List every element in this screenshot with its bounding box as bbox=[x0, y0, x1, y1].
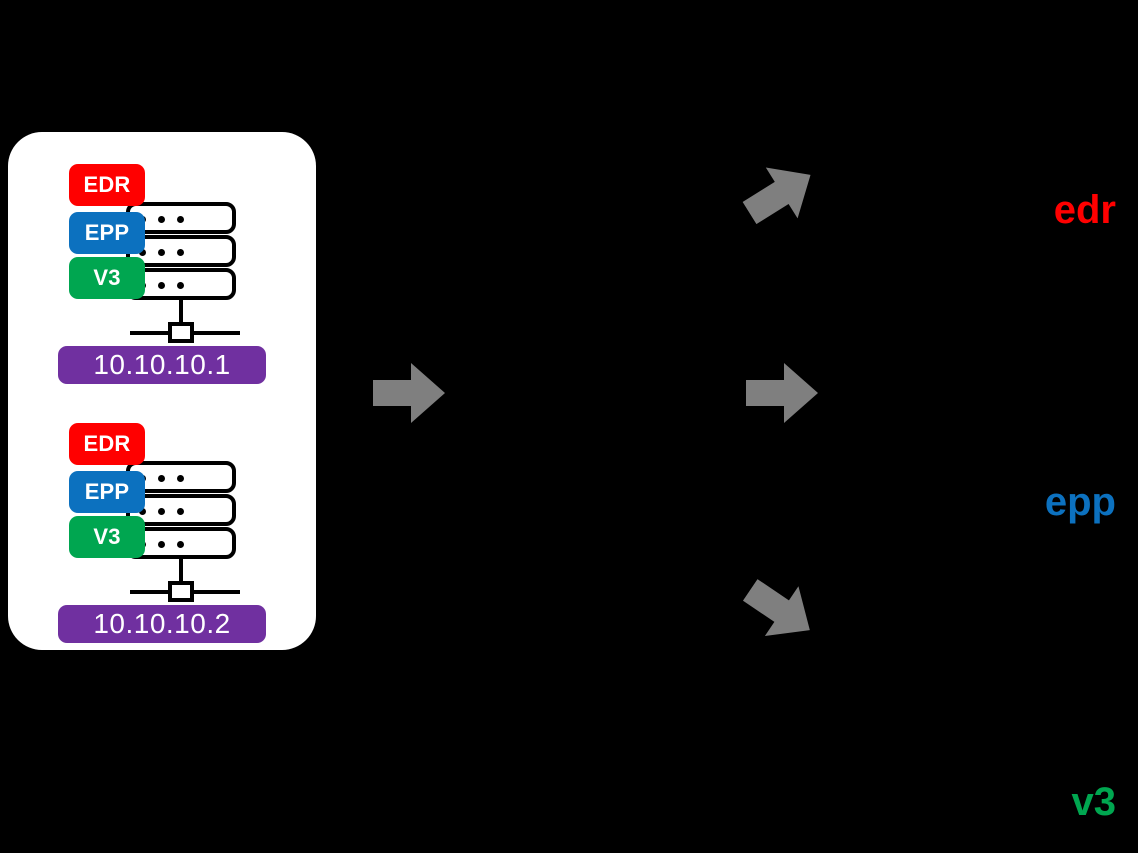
agent-badge-v3[interactable]: V3 bbox=[69, 257, 145, 299]
agent-badge-v3[interactable]: V3 bbox=[69, 516, 145, 558]
network-stem bbox=[179, 300, 183, 322]
rack-indicator-dot bbox=[139, 508, 146, 515]
rack-indicator-dot bbox=[177, 282, 184, 289]
arrow-down-right-icon bbox=[733, 565, 826, 655]
agent-badge-epp[interactable]: EPP bbox=[69, 212, 145, 254]
rack-indicator-dot bbox=[158, 475, 165, 482]
product-label-v3: v3 bbox=[1071, 780, 1117, 824]
ip-address-badge: 10.10.10.2 bbox=[58, 605, 266, 643]
agent-badge-edr[interactable]: EDR bbox=[69, 423, 145, 465]
product-label-epp: epp bbox=[1044, 480, 1116, 524]
rack-indicator-dot bbox=[158, 508, 165, 515]
rack-indicator-dot bbox=[158, 249, 165, 256]
arrow-right-icon bbox=[373, 363, 445, 423]
product-label-edr: edr bbox=[1053, 188, 1116, 232]
agent-badge-edr[interactable]: EDR bbox=[69, 164, 145, 206]
rack-indicator-dot bbox=[177, 541, 184, 548]
network-node-icon bbox=[168, 322, 194, 343]
network-node-icon bbox=[168, 581, 194, 602]
rack-indicator-dot bbox=[139, 249, 146, 256]
ip-address-badge: 10.10.10.1 bbox=[58, 346, 266, 384]
arrow-up-right-icon bbox=[734, 149, 827, 238]
endpoint-group-2: EDR EPP V3 10.10.10.2 bbox=[8, 401, 316, 651]
rack-indicator-dot bbox=[158, 541, 165, 548]
agent-badge-epp[interactable]: EPP bbox=[69, 471, 145, 513]
rack-indicator-dot bbox=[177, 216, 184, 223]
rack-indicator-dot bbox=[177, 249, 184, 256]
rack-indicator-dot bbox=[177, 508, 184, 515]
arrow-right-icon bbox=[746, 363, 818, 423]
network-stem bbox=[179, 559, 183, 581]
rack-indicator-dot bbox=[177, 475, 184, 482]
host-panel: EDR EPP V3 10.10.10.1 bbox=[8, 132, 316, 650]
rack-indicator-dot bbox=[158, 282, 165, 289]
endpoint-group-1: EDR EPP V3 10.10.10.1 bbox=[8, 142, 316, 392]
rack-indicator-dot bbox=[158, 216, 165, 223]
